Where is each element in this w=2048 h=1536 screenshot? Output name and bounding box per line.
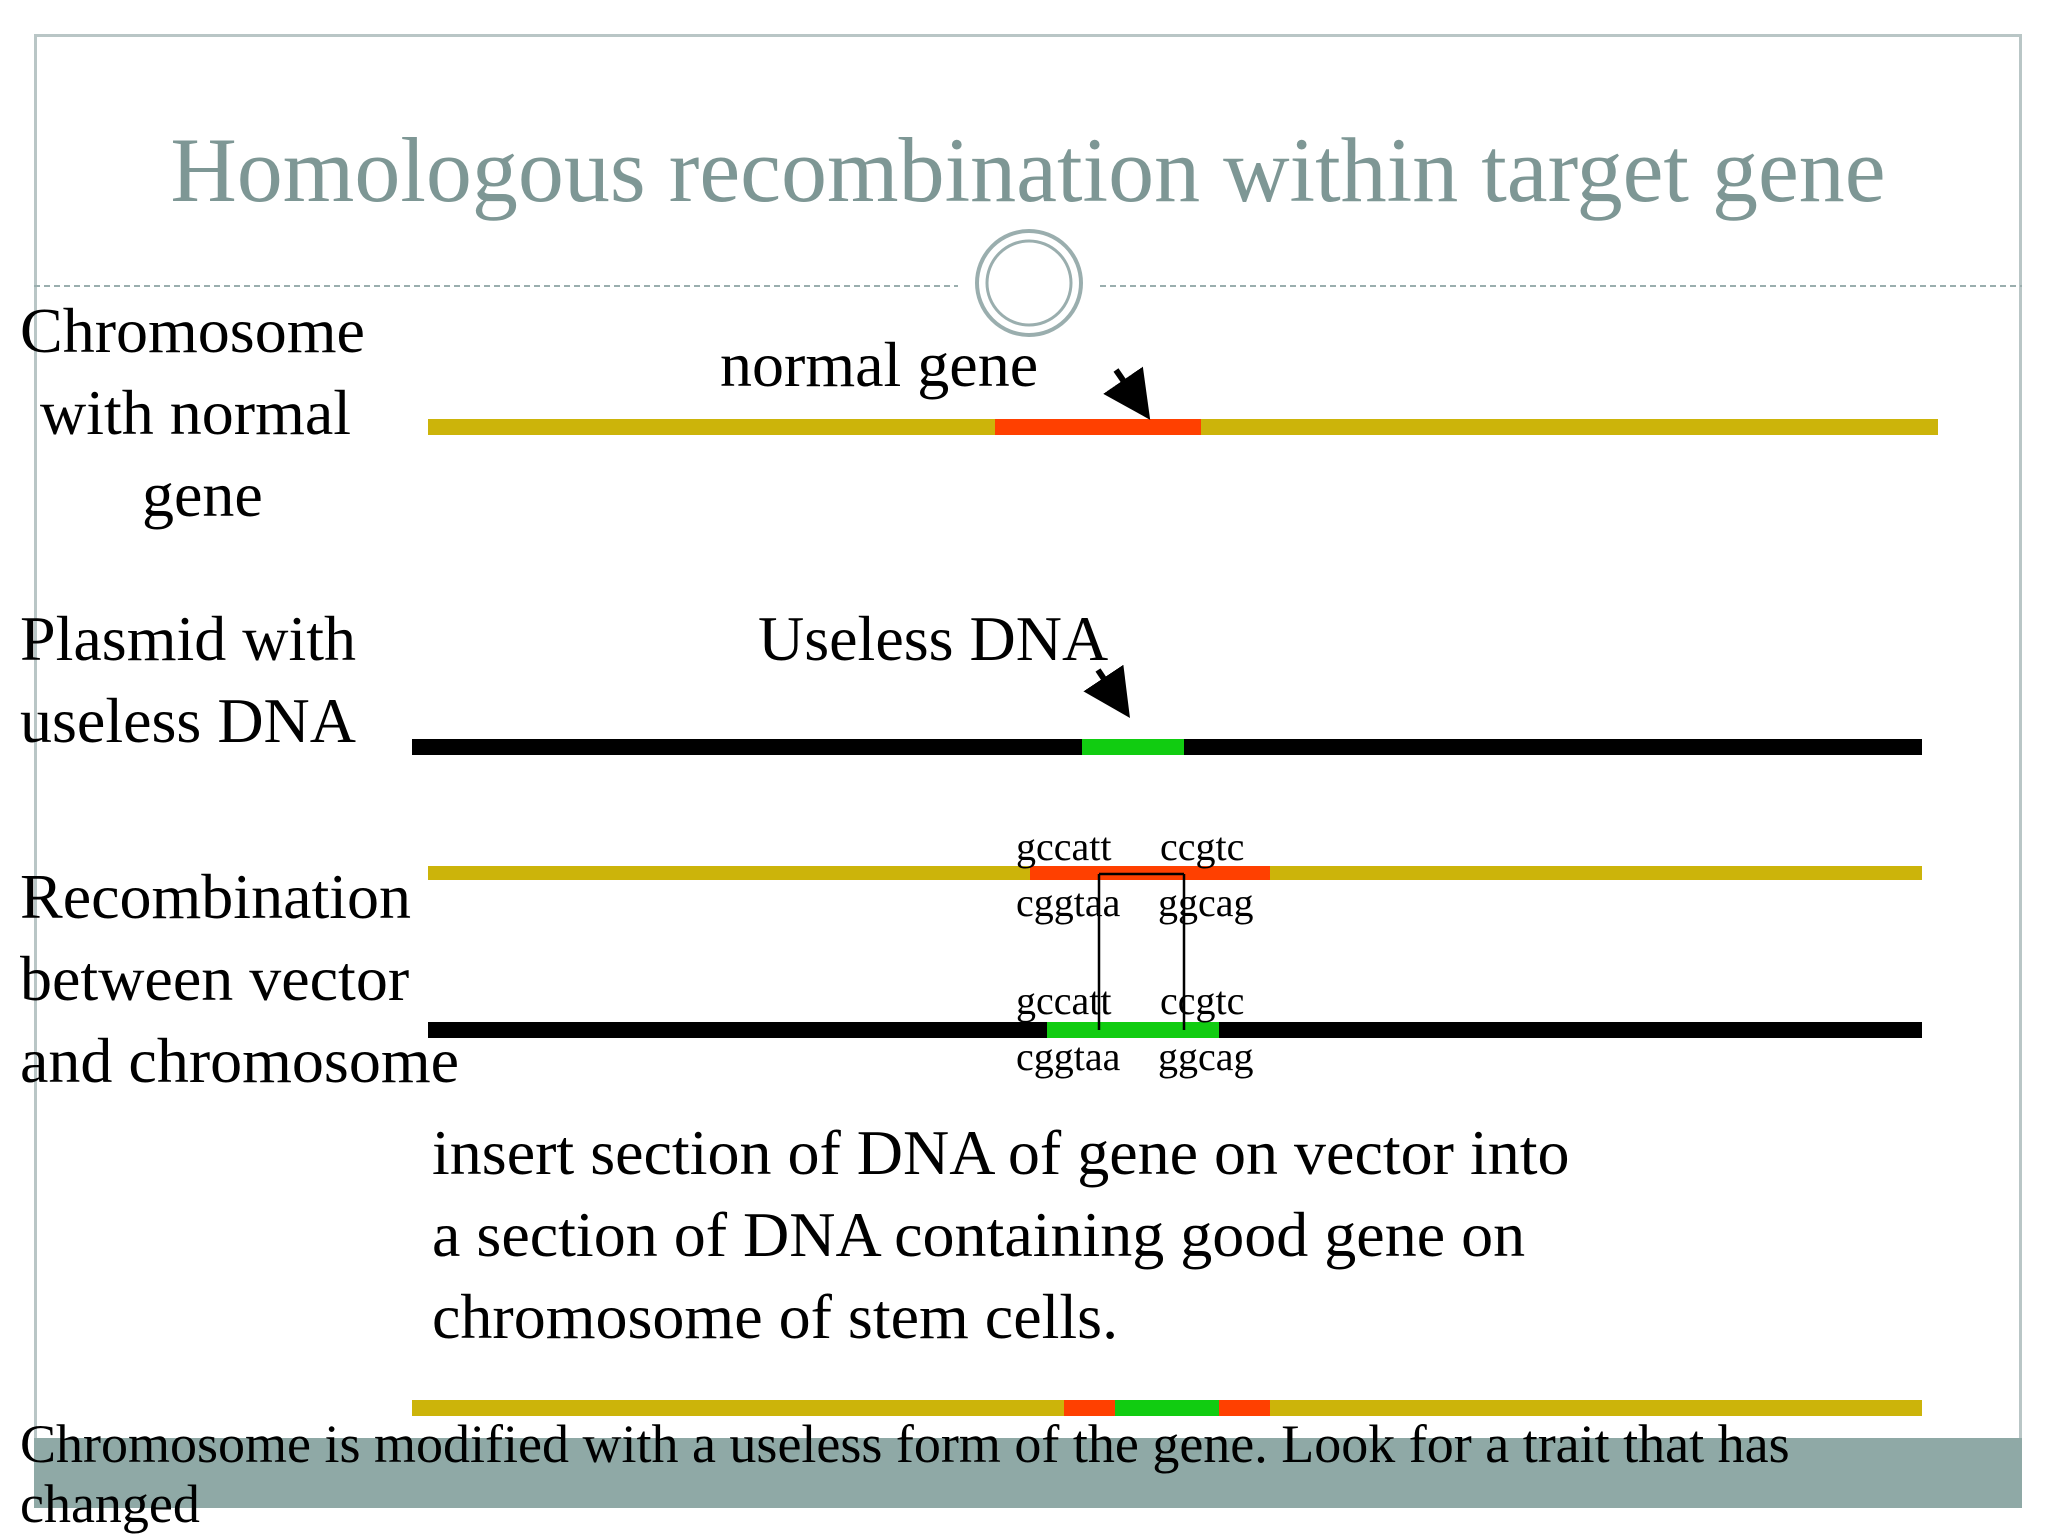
conclusion-line-2: changed [20, 1474, 200, 1534]
title-ornament-outer-ring [975, 229, 1083, 337]
chromosome-label-line-2: with normal [40, 377, 352, 448]
vector-seq-bottom-right: ggcag [1158, 1034, 1254, 1079]
explanation-line-2: a section of DNA containing good gene on [432, 1199, 1526, 1270]
explanation-line-1: insert section of DNA of gene on vector … [432, 1117, 1570, 1188]
explanation-line-3: chromosome of stem cells. [432, 1281, 1119, 1352]
chromosome-label-line-3: gene [142, 459, 263, 530]
useless-dna-arrow [1083, 664, 1130, 718]
inserted-useless-segment [1115, 1400, 1219, 1416]
recombination-label-line-2: between vector [20, 943, 410, 1014]
plasmid-label-line-1: Plasmid with [20, 603, 357, 674]
recombination-label-line-3: and chromosome [20, 1025, 459, 1096]
chromosome-label-line-1: Chromosome [20, 295, 365, 366]
conclusion-line-1: Chromosome is modified with a useless fo… [20, 1414, 1790, 1474]
chromosome-seq-bottom-left: cggtaa [1016, 880, 1121, 925]
chromosome-seq-top-right: ccgtc [1160, 824, 1245, 869]
chromosome-seq-top-left: gccatt [1016, 824, 1112, 869]
normal-gene-arrow [1103, 366, 1151, 420]
chromosome-seq-bottom-right: ggcag [1158, 880, 1254, 925]
normal-gene-segment [995, 419, 1201, 435]
useless-dna-annotation: Useless DNA [758, 603, 1109, 674]
normal-gene-annotation: normal gene [720, 329, 1039, 400]
slide-title: Homologous recombination within target g… [170, 119, 1886, 221]
title-ornament-inner-ring [985, 239, 1073, 327]
vector-seq-top-left: gccatt [1016, 978, 1112, 1023]
vector-seq-bottom-left: cggtaa [1016, 1034, 1121, 1079]
useless-dna-segment [1082, 739, 1184, 755]
footer-bar [34, 1438, 2022, 1508]
plasmid-label-line-2: useless DNA [20, 685, 356, 756]
vector-seq-top-right: ccgtc [1160, 978, 1245, 1023]
recombination-useless-segment [1047, 1022, 1219, 1038]
recombination-label-line-1: Recombination [20, 861, 412, 932]
